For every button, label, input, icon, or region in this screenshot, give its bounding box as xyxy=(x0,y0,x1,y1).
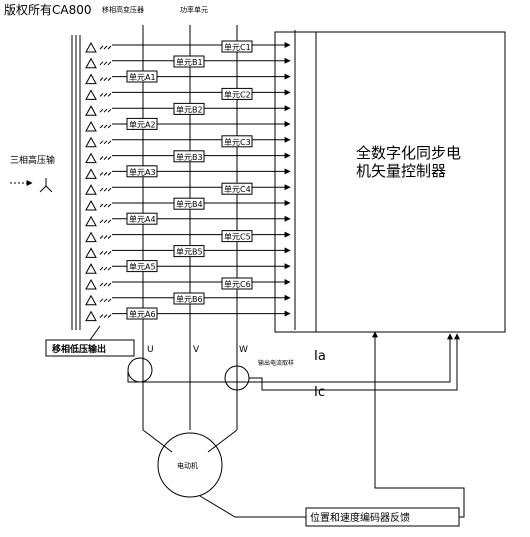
winding-icon xyxy=(85,136,112,148)
winding-icon xyxy=(85,215,112,227)
power-unit-label: 单元C4 xyxy=(224,184,251,194)
current-ia-label: Ia xyxy=(314,349,326,364)
power-unit-a1: 单元A1 xyxy=(126,70,158,83)
phase-w-label: W xyxy=(239,345,248,355)
encoder-label: 位置和速度编码器反馈 xyxy=(310,511,410,524)
power-unit-label: 单元C2 xyxy=(224,89,251,99)
phase-u-label: U xyxy=(147,345,154,355)
winding-icon xyxy=(85,57,112,69)
power-unit-label: 单元C5 xyxy=(224,232,251,242)
encoder-link xyxy=(199,495,306,518)
power-unit-label: 单元C6 xyxy=(224,279,251,289)
power-unit-c6: 单元C6 xyxy=(221,277,253,290)
controller-line1: 全数字化同步电 xyxy=(356,144,461,162)
power-unit-b4: 单元B4 xyxy=(173,197,205,210)
winding-icon xyxy=(85,310,112,322)
winding-icon xyxy=(85,184,112,195)
motor-circle xyxy=(157,432,223,498)
winding-icon xyxy=(85,105,112,116)
winding-icon xyxy=(85,231,112,243)
motor-label: 电动机 xyxy=(177,461,198,470)
winding-icon xyxy=(85,168,112,179)
power-unit-b3: 单元B3 xyxy=(173,150,205,163)
feed-lines xyxy=(112,42,291,317)
winding-icon xyxy=(85,294,112,306)
copyright-text: 版权所有CA800 xyxy=(4,3,92,17)
secondary-windings xyxy=(85,41,112,322)
controller-line2: 机矢量控制器 xyxy=(356,162,446,180)
transformer-primary xyxy=(71,35,81,330)
power-unit-c4: 单元C4 xyxy=(221,182,253,195)
power-unit-label: 单元B2 xyxy=(176,104,203,114)
phase-shift-label: 移相低压输出 xyxy=(52,343,106,355)
winding-icon xyxy=(85,73,112,85)
input-label: 三相高压输 xyxy=(10,154,55,166)
winding-icon xyxy=(85,263,112,274)
power-unit-a5: 单元A5 xyxy=(126,260,158,273)
power-unit-c1: 单元C1 xyxy=(221,40,253,53)
power-unit-label: 单元B4 xyxy=(176,199,203,209)
winding-icon xyxy=(85,199,112,211)
power-unit-label: 单元B6 xyxy=(176,294,203,304)
power-unit-label: 单元A6 xyxy=(129,309,156,319)
power-unit-a6: 单元A6 xyxy=(126,307,158,320)
winding-icon xyxy=(85,278,112,290)
three-phase-input-icon xyxy=(10,178,53,193)
power-unit-c3: 单元C3 xyxy=(221,135,253,148)
encoder-feedback-line xyxy=(372,331,465,518)
power-unit-label: 单元C3 xyxy=(224,137,251,147)
phase-v-label: V xyxy=(193,345,200,355)
winding-icon xyxy=(85,152,112,164)
power-unit-label: 单元A2 xyxy=(129,119,156,129)
power-unit-b5: 单元B5 xyxy=(173,245,205,258)
power-unit-a2: 单元A2 xyxy=(126,117,158,130)
current-sample-label: 输出电流取样 xyxy=(258,359,294,367)
winding-icon xyxy=(85,120,112,132)
power-unit-a3: 单元A3 xyxy=(126,165,158,178)
current-sensor-lines xyxy=(127,333,460,391)
power-unit-b2: 单元B2 xyxy=(173,102,205,115)
phase-shift-pointer xyxy=(89,325,101,341)
power-unit-label: 单元A1 xyxy=(129,72,156,82)
current-ic-label: Ic xyxy=(314,385,325,400)
power-unit-label: 单元A5 xyxy=(129,262,156,272)
power-unit-label: 单元A4 xyxy=(129,214,156,224)
power-unit-label: 单元A3 xyxy=(129,167,156,177)
power-unit-label: 单元B1 xyxy=(176,57,203,67)
power-units: 单元C1 单元C2 单元C3 单元C4 单元C5 单元C6 单元B1 单元B2 单元B3 单元B4… xyxy=(126,40,253,320)
controller-box xyxy=(274,31,506,333)
power-unit-a4: 单元A4 xyxy=(126,212,158,225)
power-unit-title: 功率单元 xyxy=(180,5,208,14)
power-unit-c2: 单元C2 xyxy=(221,87,253,100)
power-unit-label: 单元B5 xyxy=(176,247,203,257)
winding-icon xyxy=(85,247,112,258)
power-unit-b6: 单元B6 xyxy=(173,292,205,305)
power-unit-label: 单元C1 xyxy=(224,42,251,52)
power-unit-c5: 单元C5 xyxy=(221,230,253,243)
power-unit-label: 单元B3 xyxy=(176,152,203,162)
winding-icon xyxy=(85,41,112,53)
transformer-title: 移相高变压器 xyxy=(102,5,144,14)
phase-bus-lines xyxy=(142,25,296,330)
winding-icon xyxy=(85,89,112,100)
power-unit-b1: 单元B1 xyxy=(173,55,205,68)
